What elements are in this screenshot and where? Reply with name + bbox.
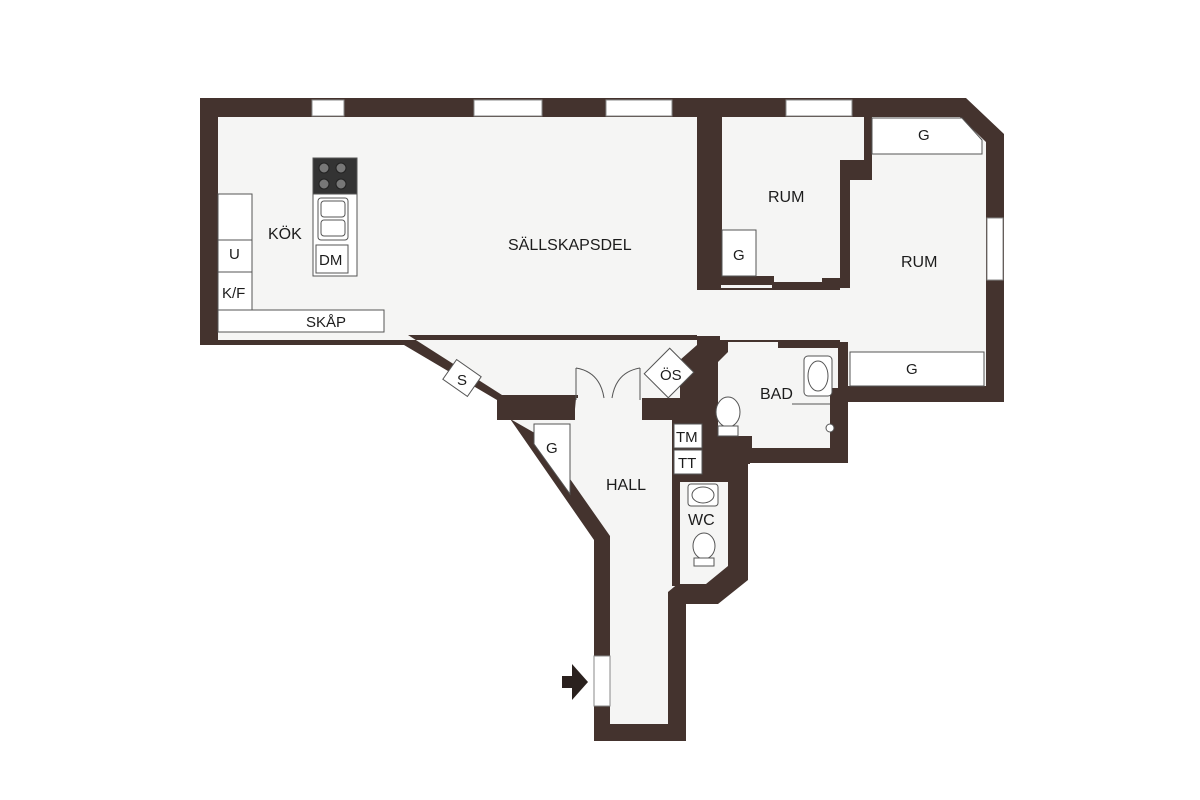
label-tt: TT	[678, 455, 696, 472]
wall-hall-right-stub	[642, 398, 672, 420]
entrance-arrow-icon	[562, 664, 588, 700]
wall-living-rum	[697, 108, 721, 290]
bath-fixtures	[687, 355, 835, 567]
door-swing-2	[611, 367, 641, 400]
wall-bad-top	[778, 342, 844, 348]
label-g-top: G	[918, 127, 930, 144]
wc-toilet-icon	[692, 532, 716, 560]
wardrobes	[533, 117, 985, 496]
door-swing-icon	[575, 367, 605, 400]
label-dm: DM	[319, 252, 342, 269]
entrance-door-opening	[593, 655, 611, 707]
wall-wc-left	[672, 474, 680, 586]
window-2	[473, 99, 543, 117]
interior-walls	[497, 108, 872, 586]
tm-box	[673, 423, 703, 449]
g-bottom-box	[849, 351, 985, 387]
skap-cabinet	[217, 309, 385, 333]
label-rum-1: RUM	[768, 189, 804, 206]
window-1	[311, 99, 345, 117]
wall-hall-left-stub	[497, 398, 575, 420]
dm-box	[315, 244, 349, 274]
window-3	[605, 99, 673, 117]
doors	[575, 367, 641, 400]
kitchen	[217, 157, 482, 398]
toilet-icon	[715, 396, 741, 428]
g-rum1-box	[721, 229, 757, 277]
stove-ring-2	[335, 162, 347, 174]
g-hall-box	[533, 423, 571, 496]
label-u: U	[229, 246, 240, 263]
label-g-rum1: G	[733, 247, 745, 264]
shower-head	[825, 423, 835, 433]
floor-hall	[512, 398, 680, 724]
stove-ring-4	[335, 178, 347, 190]
washbasin-bowl	[807, 360, 829, 392]
label-wc: WC	[688, 512, 715, 529]
floor-rum-1	[722, 117, 864, 282]
wall-wc-top	[672, 474, 730, 482]
s-cabinet	[442, 358, 482, 398]
os-box	[643, 347, 695, 399]
counter-left	[217, 193, 253, 311]
windows	[311, 99, 1004, 281]
window-5	[986, 217, 1004, 281]
floor-living-lower	[218, 310, 720, 420]
label-s: S	[457, 372, 467, 389]
g-top-box	[871, 117, 983, 155]
floor	[218, 117, 986, 724]
floor-sallskapsdel	[218, 117, 986, 386]
toilet-tank	[717, 425, 739, 437]
label-g-bottom: G	[906, 361, 918, 378]
window-4	[785, 99, 853, 117]
wall-bad-right	[838, 342, 848, 402]
wall-rum-bottom-left	[721, 278, 773, 285]
label-kok: KÖK	[268, 225, 302, 243]
wc-washbasin-bowl	[691, 486, 715, 504]
wc-toilet-tank	[693, 557, 715, 567]
stove-ring-3	[318, 178, 330, 190]
label-rum-2: RUM	[901, 254, 937, 271]
wall-rum-stub	[864, 108, 872, 180]
label-os: ÖS	[660, 366, 682, 384]
tt-box	[673, 449, 703, 475]
label-hall: HALL	[606, 477, 646, 494]
label-g-hall: G	[546, 440, 558, 457]
stove-ring-1	[318, 162, 330, 174]
sink-basin-2	[320, 219, 346, 237]
wall-bad-low	[718, 436, 750, 464]
wall-rum-divider	[840, 176, 850, 288]
wall-rum-bottom-right	[822, 278, 848, 285]
labels: KÖK SÄLLSKAPSDEL RUM RUM G G G G U K/F D…	[222, 127, 937, 529]
sink-basin-1	[320, 200, 346, 218]
label-kf: K/F	[222, 285, 245, 302]
stove-icon	[312, 157, 358, 195]
label-sallskapsdel: SÄLLSKAPSDEL	[508, 236, 632, 254]
label-tm: TM	[676, 429, 698, 446]
label-bad: BAD	[760, 386, 793, 403]
label-skap: SKÅP	[306, 314, 346, 331]
wall-bad-left	[706, 356, 718, 464]
